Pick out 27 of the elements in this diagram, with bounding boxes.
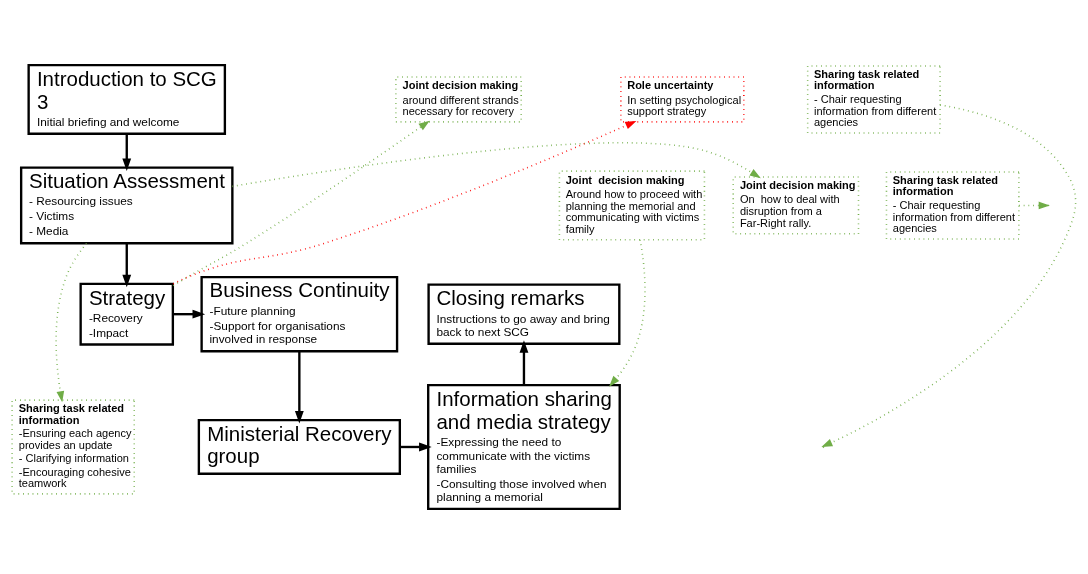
arrow	[1018, 201, 1050, 210]
node-box: Introduction to SCG 3 Initial briefing and welcome	[27, 63, 227, 135]
arrow	[172, 120, 430, 287]
arrow	[231, 142, 761, 188]
arrow	[122, 243, 132, 288]
arrow	[821, 104, 1077, 448]
node-box: Joint decision making Around how to proceed with planning the memorial and communicating with victims family	[558, 170, 706, 241]
node-box: Business Continuity -Future planning -Support for organisations involved in response	[200, 275, 399, 353]
arrow	[172, 309, 206, 319]
node-box: Ministerial Recovery group	[197, 419, 401, 475]
node-box: Joint decision making around different strands necessary for recovery	[395, 76, 522, 123]
arrow	[122, 133, 132, 172]
arrow	[172, 120, 637, 285]
node-box: Sharing task related information -Ensuring each agency provides an update - Clarifying information -Encouraging cohesive teamwork	[11, 399, 136, 495]
arrow	[400, 442, 432, 452]
node-box: Situation Assessment - Resourcing issues - Victims - Media	[19, 166, 234, 245]
arrow	[519, 340, 529, 385]
arrow	[294, 351, 304, 424]
node-box: Role uncertainty In setting psychological support strategy	[620, 76, 745, 123]
node-box: Information sharing and media strategy -Expressing the need to communicate with the victims families -Consulting those involved when planning a memorial	[427, 383, 621, 511]
node-box: Sharing task related information - Chair requesting information from different agencies	[806, 65, 941, 134]
node-box: Strategy -Recovery -Impact	[79, 282, 175, 346]
node-box: Sharing task related information - Chair requesting information from different agencies	[885, 171, 1020, 240]
arrow	[55, 242, 88, 403]
arrow	[609, 239, 646, 387]
node-box: Closing remarks Instructions to go away and bring back to next SCG	[427, 283, 621, 345]
node-box: Joint decision making On how to deal with disruption from a Far-Right rally.	[732, 176, 860, 235]
